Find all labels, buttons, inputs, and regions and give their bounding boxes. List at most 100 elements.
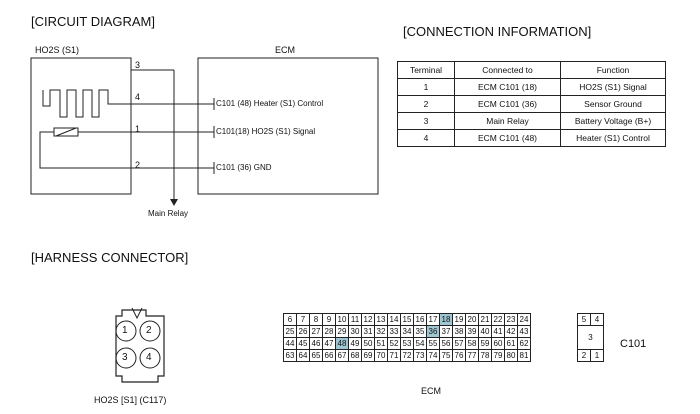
c101-pin: 63	[283, 349, 297, 362]
sensor-pin-4: 4	[146, 352, 152, 363]
wire-number-1: 1	[135, 124, 141, 134]
c101-pin: 75	[439, 349, 453, 362]
c101-pin: 62	[517, 337, 531, 350]
c101-pin: 9	[322, 313, 336, 326]
connection-info-title: [CONNECTION INFORMATION]	[403, 24, 592, 39]
c101-pin: 74	[426, 349, 440, 362]
sensor-pin-2: 2	[146, 325, 152, 336]
c101-pin: 52	[387, 337, 401, 350]
side-pin-4: 4	[590, 313, 604, 326]
c101-pin: 32	[374, 325, 388, 338]
c101-pin: 55	[426, 337, 440, 350]
c101-pin: 13	[374, 313, 388, 326]
c101-pin: 79	[491, 349, 505, 362]
pin-circle-2	[139, 320, 161, 342]
c101-pin: 72	[400, 349, 414, 362]
c101-pin: 66	[322, 349, 336, 362]
c101-pin: 60	[491, 337, 505, 350]
function-cell: Heater (S1) Control	[560, 129, 666, 147]
c101-pin: 50	[361, 337, 375, 350]
c101-pin: 73	[413, 349, 427, 362]
c101-pin: 64	[296, 349, 310, 362]
harness-connector-title: [HARNESS CONNECTOR]	[31, 250, 189, 265]
heater-element	[42, 89, 130, 118]
c101-pin: 11	[348, 313, 362, 326]
c101-pin: 56	[439, 337, 453, 350]
c101-pin: 27	[309, 325, 323, 338]
wire-number-2: 2	[135, 160, 141, 170]
connection-table: Terminal Connected to Function 1 ECM C10…	[397, 61, 666, 147]
c101-pin: 41	[491, 325, 505, 338]
c101-pin: 14	[387, 313, 401, 326]
c101-pin: 36	[426, 325, 440, 338]
c101-pin: 39	[465, 325, 479, 338]
c101-pin: 10	[335, 313, 349, 326]
c101-pin: 68	[348, 349, 362, 362]
ecm-signal-label: C101(18) HO2S (S1) Signal	[216, 127, 316, 136]
table-header-row: Terminal Connected to Function	[397, 61, 666, 79]
c101-pin: 25	[283, 325, 297, 338]
pin-circle-3	[115, 347, 137, 369]
c101-pin: 44	[283, 337, 297, 350]
sensor-connector-housing	[115, 309, 165, 383]
c101-pin: 40	[478, 325, 492, 338]
c101-pin: 29	[335, 325, 349, 338]
c101-pin: 20	[465, 313, 479, 326]
c101-pin: 70	[374, 349, 388, 362]
sensor-pin-3: 3	[122, 352, 128, 363]
c101-pin: 54	[413, 337, 427, 350]
c101-pin: 38	[452, 325, 466, 338]
c101-pin: 71	[387, 349, 401, 362]
sensor-pin-1: 1	[122, 325, 128, 336]
side-pin-3: 3	[577, 325, 604, 350]
sensor-connector-caption: HO2S [S1] (C117)	[94, 395, 167, 405]
c101-pin: 33	[387, 325, 401, 338]
c101-pin: 49	[348, 337, 362, 350]
c101-pin: 8	[309, 313, 323, 326]
c101-pin: 57	[452, 337, 466, 350]
side-pin-2: 2	[577, 349, 591, 362]
c101-pin: 34	[400, 325, 414, 338]
c101-pin: 15	[400, 313, 414, 326]
ecm-box	[197, 57, 379, 195]
c101-pin: 17	[426, 313, 440, 326]
c101-pin: 42	[504, 325, 518, 338]
c101-label: C101	[620, 338, 647, 350]
c101-pin: 80	[504, 349, 518, 362]
side-pin-5: 5	[577, 313, 591, 326]
ecm-name-label: ECM	[275, 45, 295, 55]
c101-pin: 48	[335, 337, 349, 350]
c101-pin: 77	[465, 349, 479, 362]
c101-pin: 18	[439, 313, 453, 326]
wire-number-3: 3	[135, 60, 141, 70]
wire-2	[39, 131, 214, 169]
c101-pin: 19	[452, 313, 466, 326]
c101-pin: 35	[413, 325, 427, 338]
c101-pin: 59	[478, 337, 492, 350]
pin-circle-1	[115, 320, 137, 342]
c101-pin: 7	[296, 313, 310, 326]
c101-pin: 6	[283, 313, 297, 326]
c101-pin: 16	[413, 313, 427, 326]
wire-number-4: 4	[135, 92, 141, 102]
c101-pin: 47	[322, 337, 336, 350]
circuit-diagram-title: [CIRCUIT DIAGRAM]	[31, 14, 155, 29]
c101-pin: 78	[478, 349, 492, 362]
c101-pin: 51	[374, 337, 388, 350]
connector-latch	[131, 307, 143, 320]
c101-pin: 61	[504, 337, 518, 350]
main-relay-arrow	[170, 199, 178, 206]
pin-circle-4	[139, 347, 161, 369]
main-relay-label: Main Relay	[148, 209, 189, 218]
c101-pin: 53	[400, 337, 414, 350]
ecm-heater-label: C101 (48) Heater (S1) Control	[216, 99, 324, 108]
sensor-name-label: HO2S (S1)	[35, 45, 80, 55]
c101-pin: 76	[452, 349, 466, 362]
c101-pin: 45	[296, 337, 310, 350]
c101-pin: 67	[335, 349, 349, 362]
